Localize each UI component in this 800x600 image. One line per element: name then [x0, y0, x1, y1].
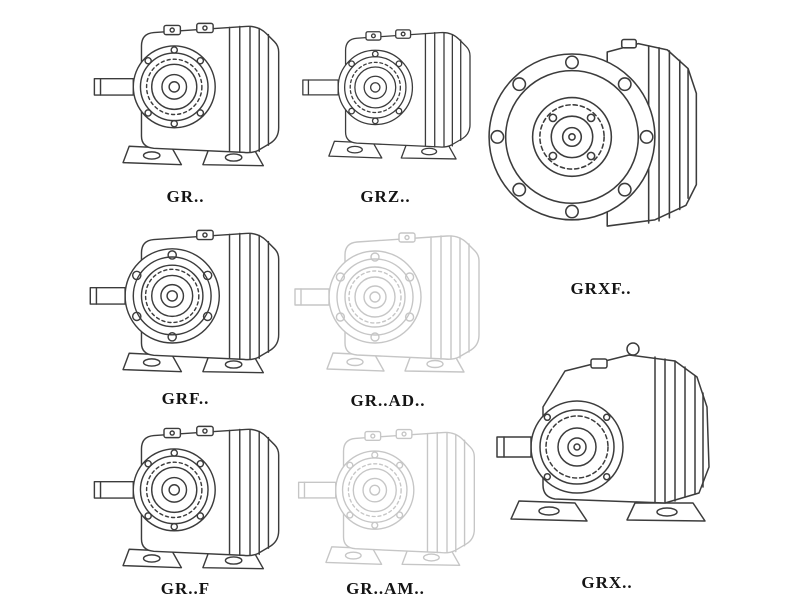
- gear-reducer-drawing-gr-f: [78, 414, 293, 578]
- product-grx: GRX..: [487, 302, 727, 594]
- gear-reducer-drawing-grxf: [487, 0, 715, 278]
- product-label-grf: GRF..: [161, 389, 210, 408]
- gear-reducer-drawing-gr-am: [283, 414, 488, 578]
- product-gr: GR..: [78, 0, 293, 208]
- gear-reducer-drawing-grz: [288, 0, 483, 186]
- product-gr-ad: GR..AD..: [283, 212, 493, 412]
- product-label-gr-am: GR..AM..: [346, 579, 425, 598]
- gear-reducer-drawing-grf: [78, 212, 293, 388]
- product-grf: GRF..: [78, 212, 293, 410]
- gear-reducer-drawing-gr-ad: [283, 212, 493, 390]
- gear-reducer-drawing-gr: [78, 0, 293, 186]
- product-gr-am: GR..AM..: [283, 414, 488, 600]
- product-label-gr: GR..: [166, 187, 205, 206]
- product-label-grz: GRZ..: [360, 187, 411, 206]
- product-label-gr-f: GR..F: [160, 579, 211, 598]
- product-grxf: GRXF..: [487, 0, 715, 300]
- product-label-gr-ad: GR..AD..: [350, 391, 426, 410]
- product-grz: GRZ..: [288, 0, 483, 208]
- product-label-grxf: GRXF..: [570, 279, 632, 298]
- gear-reducer-drawing-grx: [487, 302, 727, 572]
- product-label-grx: GRX..: [581, 573, 633, 592]
- product-gr-f: GR..F: [78, 414, 293, 600]
